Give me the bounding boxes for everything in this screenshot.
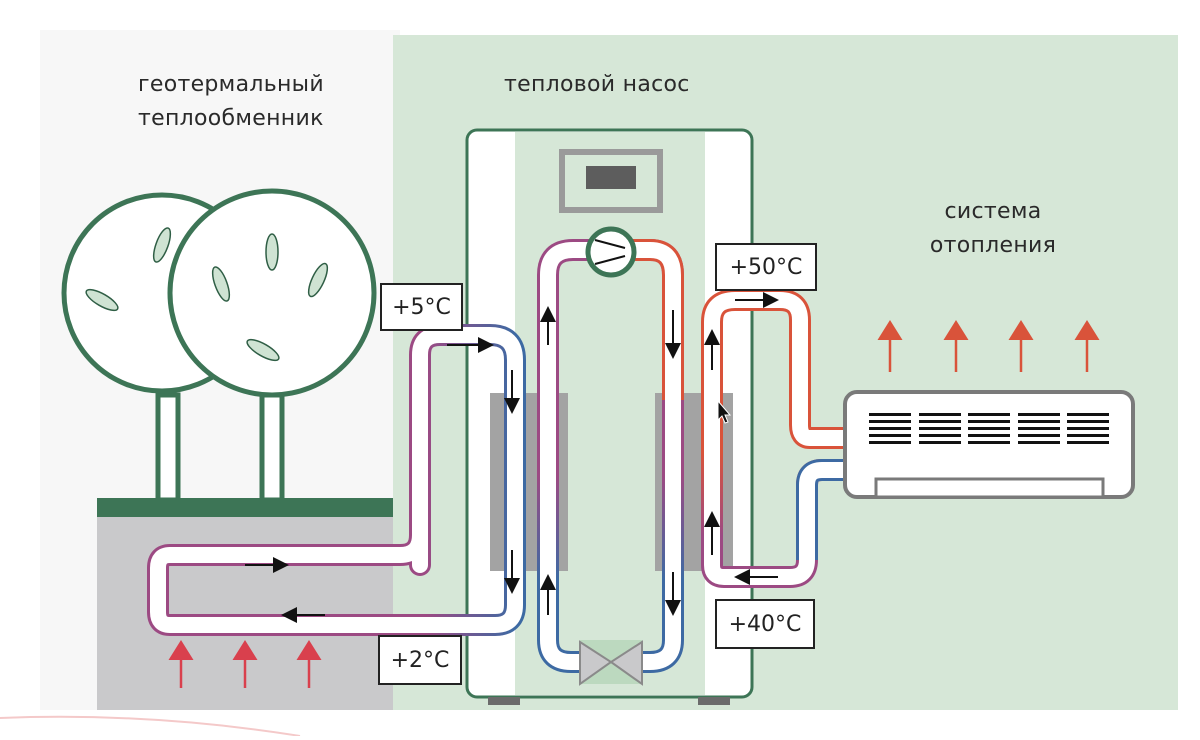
mouse-cursor-icon	[717, 399, 732, 424]
leaf-icons	[85, 227, 329, 362]
controller-display-icon	[559, 149, 663, 213]
refrigerant-circuit	[537, 239, 684, 673]
heating-loop-pipe	[701, 289, 845, 588]
label-line: отопления	[929, 233, 1057, 258]
label-heating-system: система отопления	[918, 195, 1068, 263]
decorative-swoosh	[0, 715, 301, 737]
label-line: геотермальный	[138, 72, 324, 97]
expansion-valve-icon	[579, 640, 643, 686]
label-heat-pump: тепловой насос	[504, 72, 690, 97]
cabinet-foot-left	[488, 697, 520, 705]
ground-surface	[97, 498, 393, 517]
heat-output-arrows	[877, 320, 1100, 372]
compressor-icon	[585, 226, 637, 278]
temp-badge-heating-return: +40°C	[715, 599, 815, 649]
label-line: теплообменник	[138, 106, 324, 131]
flow-arrows	[245, 292, 779, 623]
label-line: система	[944, 199, 1042, 224]
cabinet-foot-right	[698, 697, 730, 705]
heating-unit-grille	[869, 413, 1109, 444]
temp-badge-heating-supply: +50°C	[715, 243, 817, 291]
ground-heat-arrows	[168, 640, 322, 688]
ground-loop-pipe	[147, 324, 526, 636]
label-geothermal-exchanger: геотермальный теплообменник	[138, 68, 324, 136]
heating-unit-icon	[843, 390, 1135, 499]
temp-badge-ground-return: +2°C	[378, 635, 462, 685]
tree-right-icon	[167, 188, 377, 503]
temp-badge-ground-out: +5°C	[380, 283, 463, 331]
